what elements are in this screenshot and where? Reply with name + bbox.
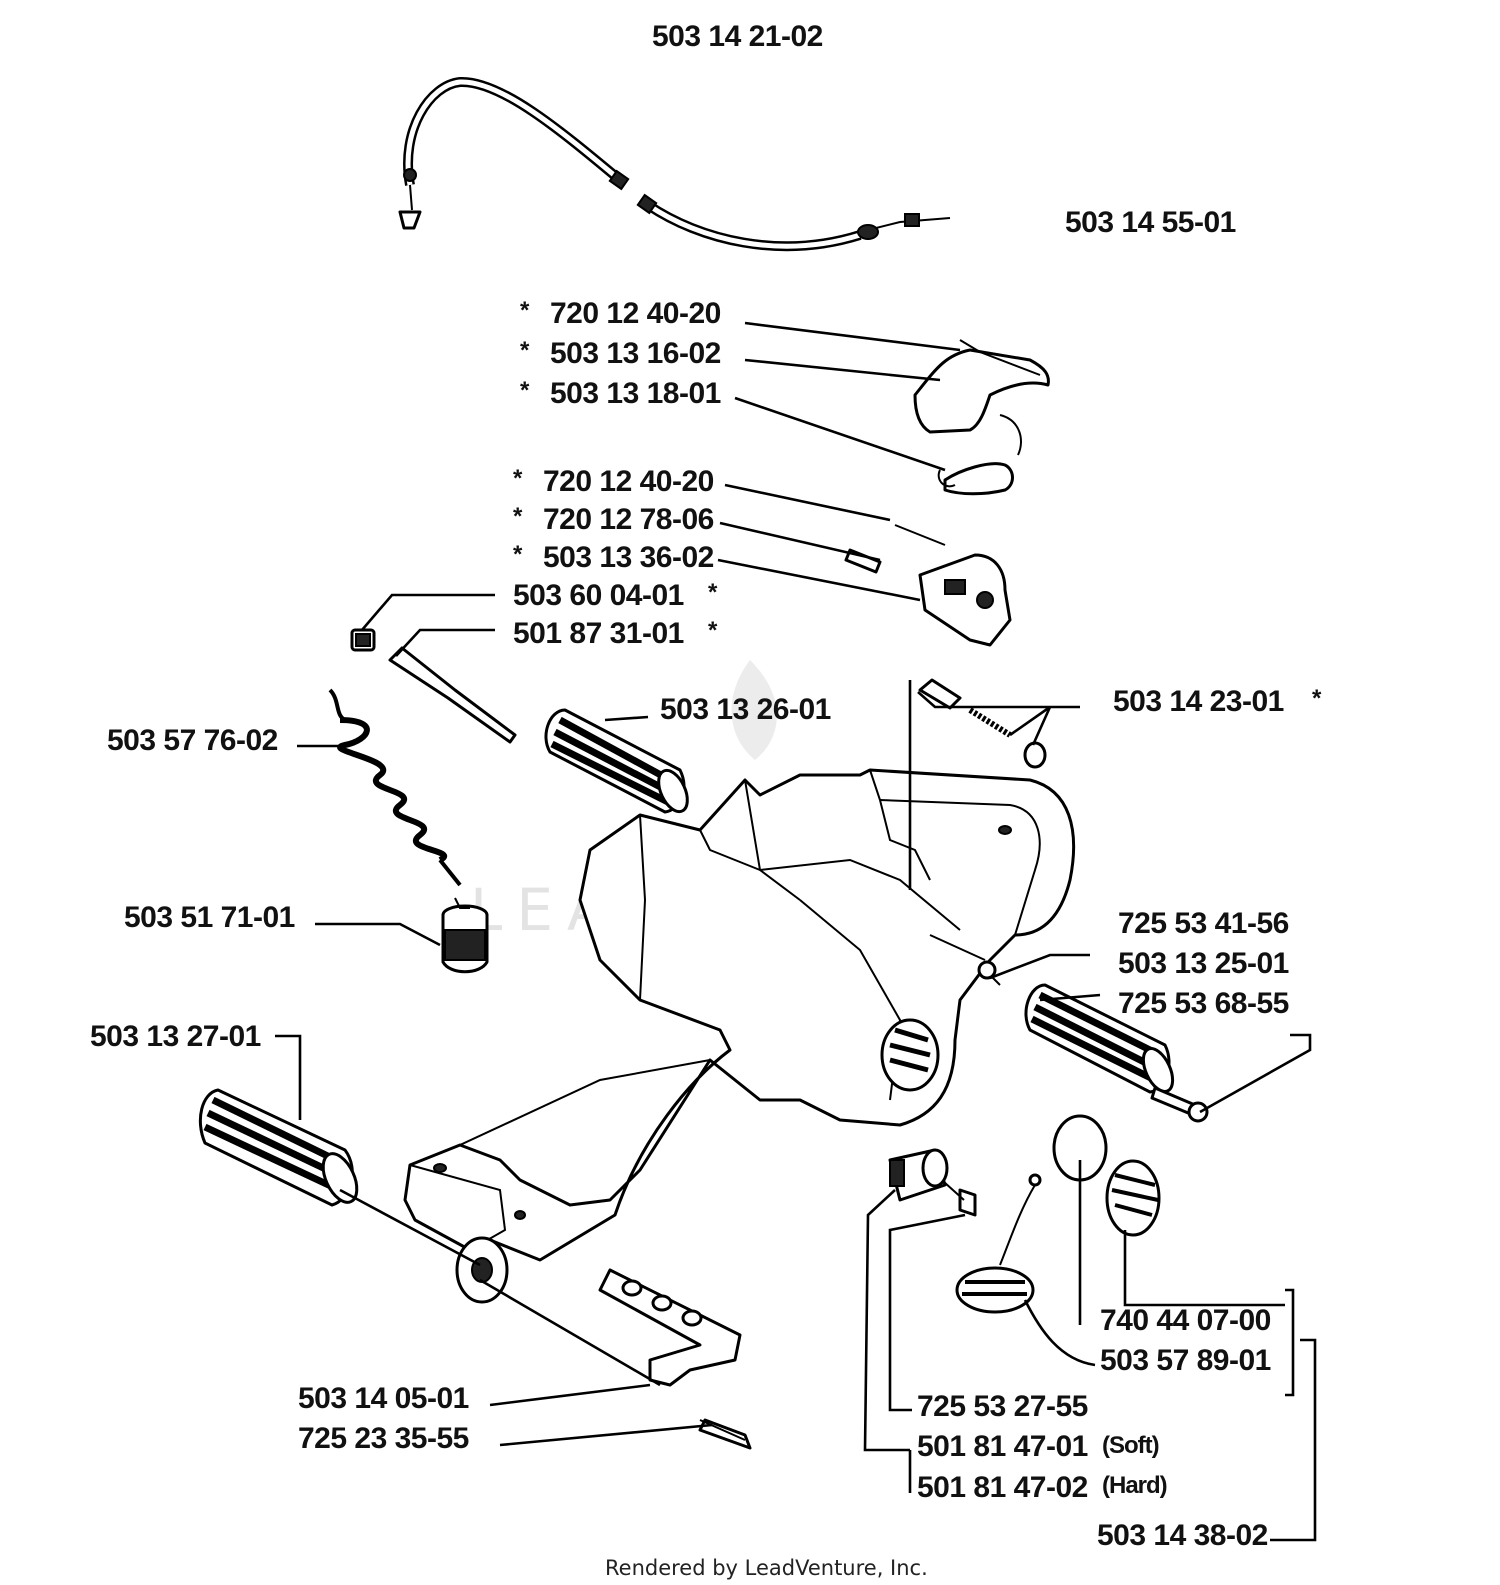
- label-503-57-89-01: 503 57 89-01: [1100, 1344, 1271, 1377]
- label-720-12-40-20-b: 720 12 40-20: [543, 465, 714, 498]
- asterisk: *: [708, 579, 718, 606]
- filler-cap: [955, 1114, 1161, 1314]
- throttle-lockout: [844, 524, 1012, 647]
- asterisk: *: [513, 503, 523, 530]
- label-720-12-78-06: 720 12 78-06: [543, 503, 714, 536]
- rubber-grip-lower: [198, 1088, 359, 1207]
- label-503-13-36-02: 503 13 36-02: [543, 541, 714, 574]
- note-soft: (Soft): [1102, 1432, 1159, 1459]
- asterisk: *: [708, 617, 718, 644]
- asterisk: *: [520, 297, 530, 324]
- label-503-51-71-01: 503 51 71-01: [124, 901, 295, 934]
- av-spring: [328, 688, 462, 887]
- label-720-12-40-20-a: 720 12 40-20: [550, 297, 721, 330]
- pin-and-collar: [350, 628, 517, 744]
- label-501-81-47-02: 501 81 47-02: [917, 1471, 1088, 1504]
- label-725-53-41-56: 725 53 41-56: [1118, 907, 1289, 940]
- label-503-13-27-01: 503 13 27-01: [90, 1020, 261, 1053]
- part-number-labels: 503 14 21-02 503 14 55-01 * 720 12 40-20…: [90, 20, 1323, 1552]
- label-725-53-27-55: 725 53 27-55: [917, 1390, 1088, 1423]
- label-725-53-68-55: 725 53 68-55: [1118, 987, 1289, 1020]
- label-503-57-76-02: 503 57 76-02: [107, 724, 278, 757]
- leader-lines: [275, 321, 1317, 1542]
- asterisk: *: [1312, 685, 1322, 712]
- asterisk: *: [520, 337, 530, 364]
- spring-pin-right: [918, 678, 1047, 769]
- footer-credit: Rendered by LeadVenture, Inc.: [605, 1556, 928, 1580]
- rubber-grip-right: [1024, 983, 1175, 1094]
- mount-bracket: [455, 1236, 752, 1450]
- rubber-grip-upper: [544, 708, 689, 814]
- label-503-14-23-01: 503 14 23-01: [1113, 685, 1284, 718]
- av-buffer-lower: [888, 1086, 1209, 1217]
- label-503-14-21-02: 503 14 21-02: [652, 20, 823, 53]
- label-503-14-38-02: 503 14 38-02: [1097, 1519, 1268, 1552]
- label-503-13-18-01: 503 13 18-01: [550, 377, 721, 410]
- asterisk: *: [520, 377, 530, 404]
- label-503-14-05-01: 503 14 05-01: [298, 1382, 469, 1415]
- asterisk: *: [513, 541, 523, 568]
- label-501-87-31-01: 501 87 31-01: [513, 617, 684, 650]
- label-503-14-55-01: 503 14 55-01: [1065, 206, 1236, 239]
- label-503-60-04-01: 503 60 04-01: [513, 579, 684, 612]
- label-725-23-35-55: 725 23 35-55: [298, 1422, 469, 1455]
- label-503-13-25-01: 503 13 25-01: [1118, 947, 1289, 980]
- label-503-13-16-02: 503 13 16-02: [550, 337, 721, 370]
- label-740-44-07-00: 740 44 07-00: [1100, 1304, 1271, 1337]
- label-503-13-26-01: 503 13 26-01: [660, 693, 831, 726]
- label-501-81-47-01: 501 81 47-01: [917, 1430, 1088, 1463]
- throttle-trigger: [913, 339, 1050, 496]
- handle-tank-body: [403, 768, 1076, 1262]
- asterisk: *: [513, 465, 523, 492]
- throttle-cable: [398, 76, 951, 252]
- rubber-buffer: [441, 897, 489, 974]
- note-hard: (Hard): [1102, 1472, 1167, 1499]
